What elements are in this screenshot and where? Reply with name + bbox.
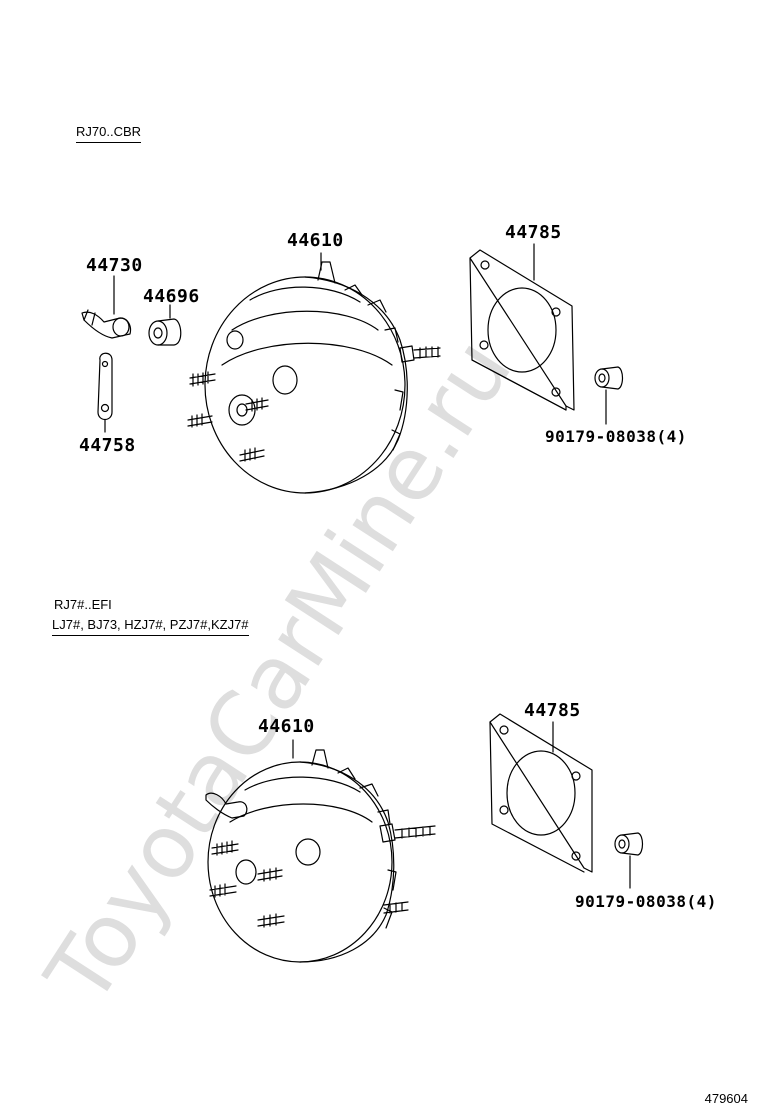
gasket-44785-top[interactable] <box>469 249 575 411</box>
part-number-nut-bottom[interactable]: 90179-08038(4) <box>575 892 717 911</box>
part-number-grommet[interactable]: 44696 <box>143 286 200 307</box>
part-number-gasket-top[interactable]: 44785 <box>505 222 562 243</box>
union-44730[interactable] <box>81 309 132 339</box>
part-number-gasket-bottom[interactable]: 44785 <box>524 700 581 721</box>
part-number-bracket[interactable]: 44758 <box>79 435 136 456</box>
part-number-union[interactable]: 44730 <box>86 255 143 276</box>
nut-90179-top[interactable] <box>594 366 624 390</box>
part-number-booster-top[interactable]: 44610 <box>287 230 344 251</box>
part-number-booster-bottom[interactable]: 44610 <box>258 716 315 737</box>
condition-label-bottom-2: LJ7#, BJ73, HZJ7#, PZJ7#,KZJ7# <box>52 617 249 636</box>
illustration-id: 479604 <box>704 1091 748 1106</box>
brake-booster-top[interactable] <box>187 261 441 494</box>
nut-90179-bottom[interactable] <box>614 832 644 856</box>
bracket-44758[interactable] <box>97 352 113 421</box>
part-number-nut-top[interactable]: 90179-08038(4) <box>545 427 687 446</box>
grommet-44696[interactable] <box>148 318 182 346</box>
brake-booster-bottom[interactable] <box>205 749 436 963</box>
gasket-44785-bottom[interactable] <box>489 713 593 873</box>
condition-label-bottom-1: RJ7#..EFI <box>54 597 112 612</box>
condition-label-top: RJ70..CBR <box>76 124 142 143</box>
